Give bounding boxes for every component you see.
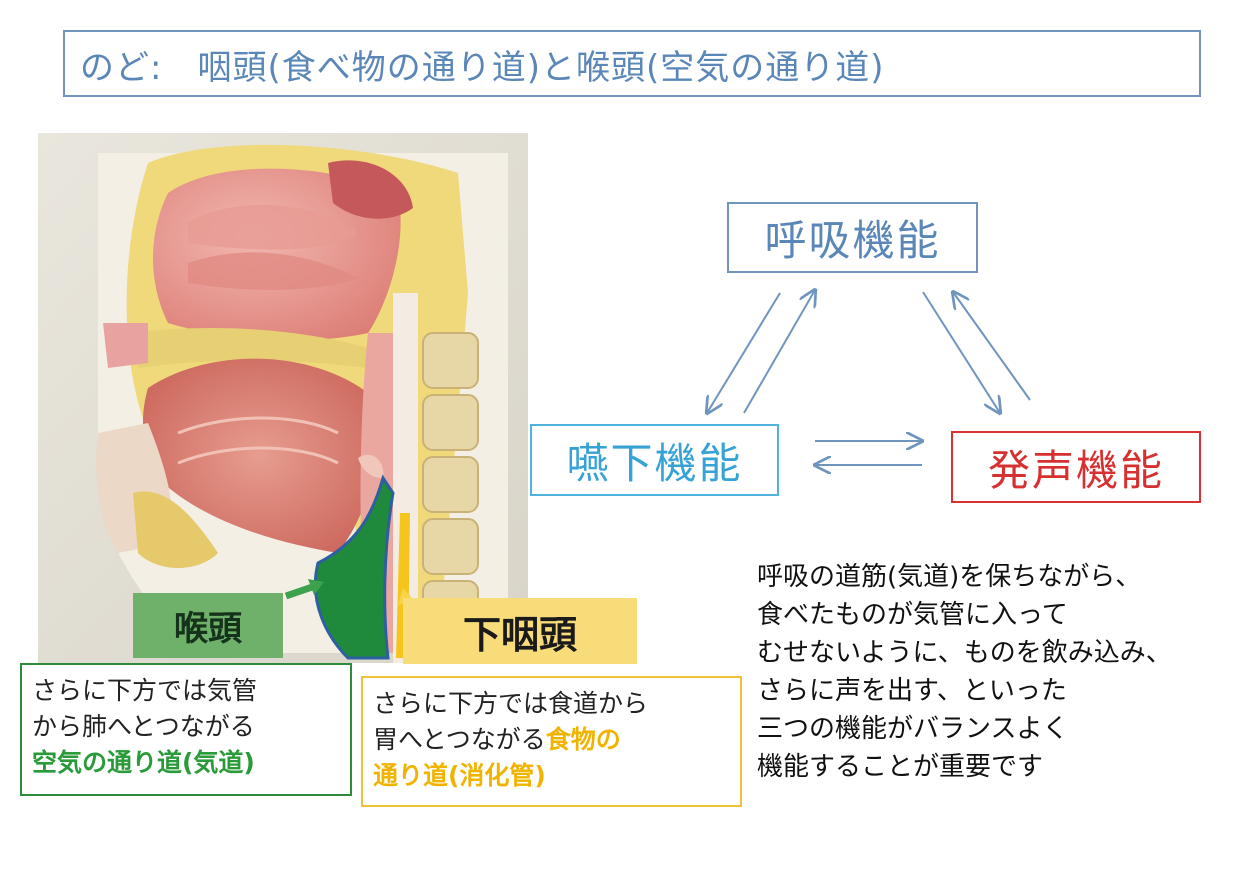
- foodway-note: さらに下方では食道から 胃へとつながる食物の 通り道(消化管): [361, 676, 742, 807]
- foodway-note-highlight-2: 通り道(消化管): [373, 761, 546, 790]
- airway-note-highlight: 空気の通り道(気道): [32, 748, 255, 777]
- airway-note: さらに下方では気管 から肺へとつながる 空気の通り道(気道): [20, 663, 352, 796]
- foodway-note-plain: 胃へとつながる: [373, 725, 546, 754]
- summary-line: むせないように、ものを飲み込み、: [757, 638, 1172, 668]
- summary-line: さらに声を出す、といった: [757, 676, 1067, 706]
- hypopharynx-label: 下咽頭: [403, 598, 637, 664]
- summary-text: 呼吸の道筋(気道)を保ちながら、 食べたものが気管に入って むせないように、もの…: [757, 558, 1237, 786]
- larynx-label: 喉頭: [133, 593, 283, 658]
- foodway-note-highlight: 食物の: [545, 725, 621, 754]
- phonation-function-box: 発声機能: [951, 431, 1201, 503]
- summary-line: 機能することが重要です: [757, 752, 1044, 782]
- arrow-breathing-to-swallowing: [707, 292, 781, 413]
- title-frame: [63, 30, 1201, 97]
- arrow-phonation-to-breathing: [953, 292, 1031, 401]
- summary-line: 食べたものが気管に入って: [757, 600, 1068, 630]
- arrow-swallowing-to-breathing: [743, 290, 815, 414]
- summary-line: 三つの機能がバランスよく: [757, 714, 1069, 744]
- summary-line: 呼吸の道筋(気道)を保ちながら、: [757, 562, 1142, 592]
- foodway-note-line: さらに下方では食道から: [373, 689, 649, 718]
- airway-note-line: から肺へとつながる: [32, 712, 255, 741]
- throat-anatomy-illustration: [38, 133, 528, 663]
- airway-note-line: さらに下方では気管: [32, 676, 258, 705]
- foodway-note-line-2: 胃へとつながる食物の: [373, 722, 730, 758]
- swallowing-function-box: 嚥下機能: [530, 424, 779, 496]
- breathing-function-box: 呼吸機能: [727, 202, 978, 273]
- arrow-breathing-to-phonation: [922, 291, 1000, 413]
- page-title: のど: 咽頭(食べ物の通り道)と喉頭(空気の通り道): [80, 48, 885, 88]
